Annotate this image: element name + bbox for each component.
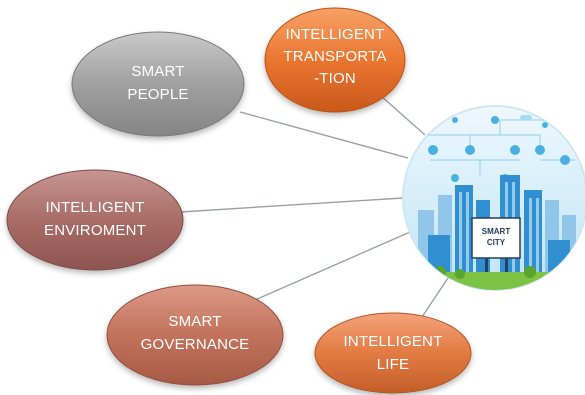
transportation-line-2: TRANSPORTA [283, 48, 386, 65]
connector-transportation [379, 94, 426, 136]
node-intelligent-transportation [264, 7, 406, 113]
environment-line-2: ENVIROMENT [44, 222, 146, 239]
node-smart-people [71, 31, 245, 137]
transportation-line-1: INTELLIGENT [286, 26, 385, 43]
environment-line-1: INTELLIGENT [46, 199, 145, 216]
node-smart-governance [106, 284, 284, 386]
connector-lines [179, 94, 451, 321]
node-intelligent-environment-label: INTELLIGENT ENVIROMENT [44, 199, 146, 239]
hub-sign-line-2: CITY [487, 238, 506, 247]
life-line-1: INTELLIGENT [344, 333, 443, 350]
connector-governance [254, 231, 411, 301]
node-smart-governance-label: SMART GOVERNANCE [141, 313, 250, 353]
node-intelligent-life [314, 312, 472, 394]
node-intelligent-environment [6, 169, 184, 271]
connector-people [239, 111, 409, 159]
hub-sign-line-1: SMART [482, 227, 511, 236]
transportation-line-3: -TION [314, 70, 356, 87]
people-line-2: PEOPLE [127, 86, 188, 103]
node-intelligent-transportation-label: INTELLIGENT TRANSPORTA -TION [283, 26, 386, 87]
governance-line-1: SMART [168, 313, 221, 330]
node-smart-people-label: SMART PEOPLE [127, 63, 188, 103]
connector-environment [179, 197, 404, 213]
node-intelligent-life-label: INTELLIGENT LIFE [344, 333, 443, 373]
governance-line-2: GOVERNANCE [141, 336, 250, 353]
life-line-2: LIFE [377, 356, 409, 373]
connector-life [419, 274, 451, 321]
people-line-1: SMART [131, 63, 184, 80]
smart-city-illustration-icon: SMART CITY [402, 105, 585, 291]
